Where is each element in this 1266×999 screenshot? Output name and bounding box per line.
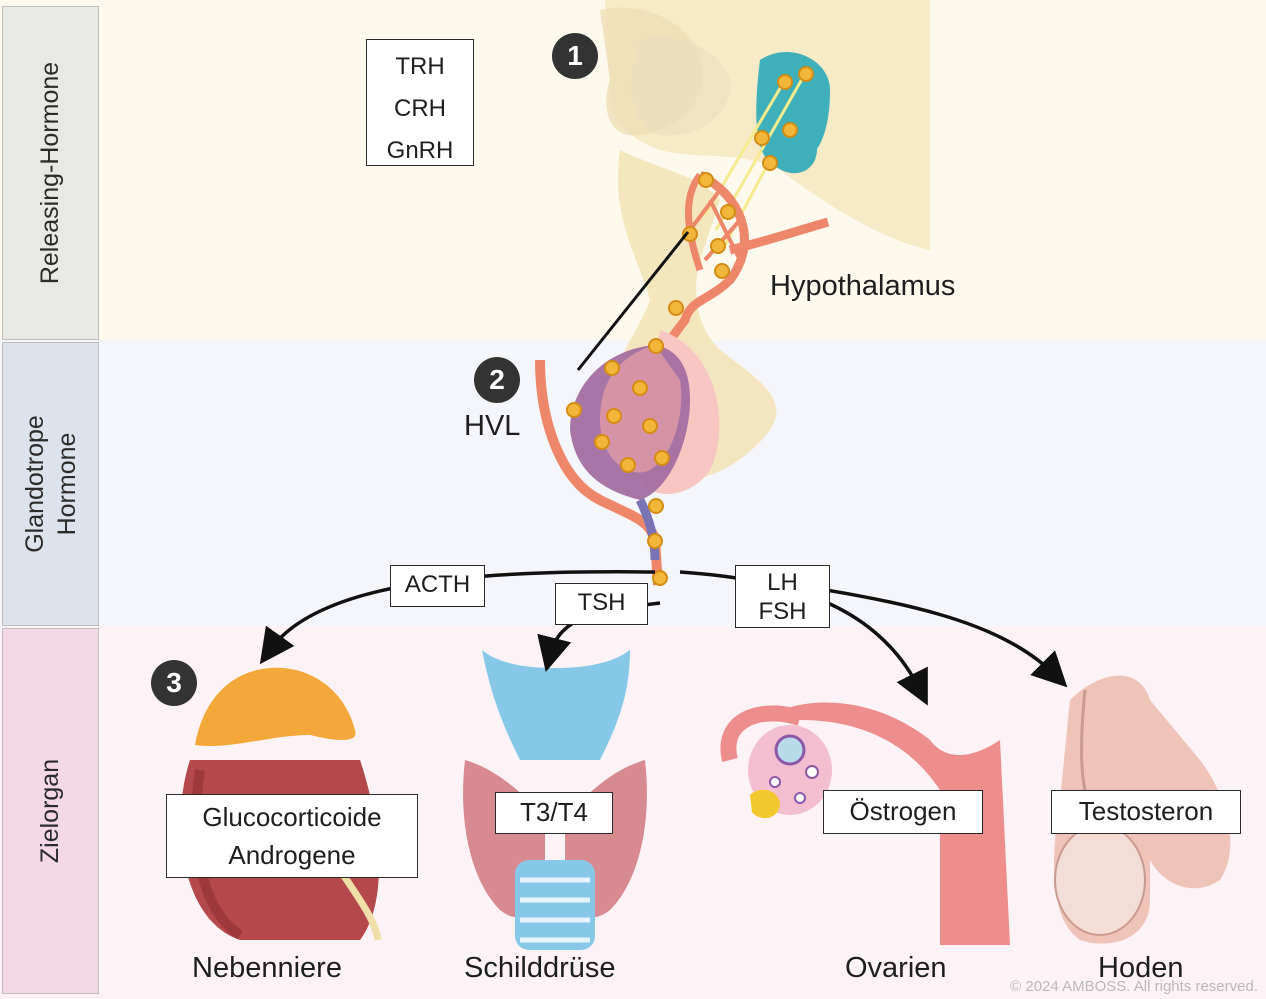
hormone-arrows	[259, 570, 1068, 706]
acth-label: ACTH	[404, 571, 471, 598]
tsh-box: TSH	[555, 583, 648, 625]
fsh-label: FSH	[758, 598, 807, 625]
oestrogen-label: Östrogen	[849, 796, 957, 826]
sidebar-releasing: Releasing-Hormone	[2, 6, 99, 340]
organ-label-ovarien: Ovarien	[845, 952, 947, 984]
organ-label-hoden: Hoden	[1098, 952, 1184, 984]
lh-label: LH	[767, 569, 798, 596]
hormone-gnrh: GnRH	[386, 137, 454, 164]
hypothalamus-label: Hypothalamus	[770, 270, 956, 302]
acth-box: ACTH	[390, 565, 485, 607]
testosteron-box: Testosteron	[1051, 790, 1241, 834]
hvl-leader-line	[576, 231, 690, 371]
step-number-3: 3	[151, 660, 197, 706]
step-number-2: 2	[474, 357, 520, 403]
t3-t4-label: T3/T4	[520, 797, 588, 827]
organ-label-schilddruese: Schilddrüse	[464, 952, 616, 984]
hormone-trh: TRH	[395, 53, 445, 80]
lh-fsh-box: LH FSH	[735, 565, 830, 628]
androgene-label: Androgene	[228, 840, 356, 870]
adrenal-hormones-box: Glucocorticoide Androgene	[166, 794, 418, 878]
hormone-crh: CRH	[394, 95, 446, 122]
t3-t4-box: T3/T4	[495, 792, 613, 834]
releasing-hormones-box: TRH CRH GnRH	[366, 39, 474, 166]
sidebar-zielorgan: Zielorgan	[2, 628, 99, 994]
oestrogen-box: Östrogen	[823, 790, 983, 834]
hormone-dots	[566, 66, 814, 586]
lh-fsh-arrow-ovary	[679, 570, 928, 706]
hvl-label: HVL	[464, 410, 521, 442]
ovary-illustration	[720, 702, 1010, 945]
sidebar-glandotrope: Glandotrope Hormone	[2, 342, 99, 626]
testosteron-label: Testosteron	[1078, 796, 1214, 826]
glucocorticoide-label: Glucocorticoide	[202, 802, 382, 832]
tsh-label: TSH	[577, 589, 626, 616]
step-number-1: 1	[552, 33, 598, 79]
copyright-notice: © 2024 AMBOSS. All rights reserved.	[1010, 978, 1258, 995]
organ-label-nebenniere: Nebenniere	[192, 952, 342, 984]
